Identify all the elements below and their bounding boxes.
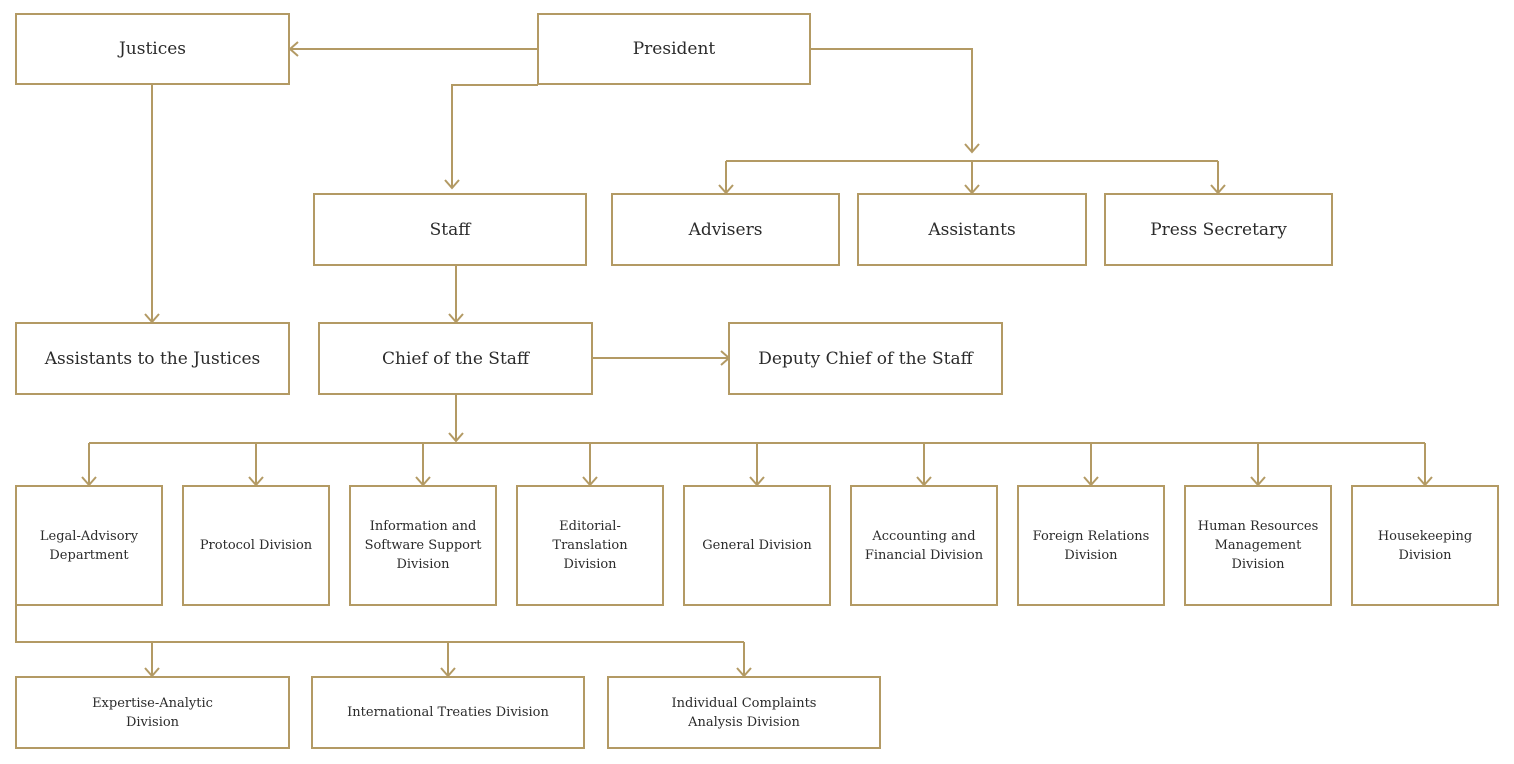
node-label: Accounting and Financial Division [864, 528, 984, 563]
node-advisers: Advisers [611, 193, 840, 266]
node-info-software: Information and Software Support Divisio… [349, 485, 497, 606]
node-editorial-translation: Editorial-Translation Division [516, 485, 664, 606]
arrowhead [444, 179, 460, 190]
node-label: President [632, 39, 716, 59]
node-label: Housekeeping Division [1377, 528, 1473, 563]
node-label: Expertise-Analytic Division [92, 695, 213, 730]
node-label: Individual Complaints Analysis Division [671, 695, 817, 730]
node-label: Advisers [688, 219, 763, 240]
connector-advisory-bus [725, 160, 1219, 193]
node-foreign-relations: Foreign Relations Division [1017, 485, 1165, 606]
node-label: Human Resources Management Division [1197, 519, 1319, 572]
node-label: General Division [702, 538, 812, 553]
node-staff: Staff [313, 193, 587, 266]
node-press-secretary: Press Secretary [1104, 193, 1333, 266]
node-assistants-to-justices: Assistants to the Justices [15, 322, 290, 395]
node-label: Assistants [928, 219, 1016, 240]
arrowhead [448, 432, 464, 443]
node-accounting-financial: Accounting and Financial Division [850, 485, 998, 606]
node-label: Chief of the Staff [381, 348, 529, 369]
node-chief-of-staff: Chief of the Staff [318, 322, 593, 395]
node-label: Deputy Chief of the Staff [758, 348, 973, 369]
node-deputy-chief-of-staff: Deputy Chief of the Staff [728, 322, 1003, 395]
node-label: Staff [429, 219, 471, 240]
connector-president-advisory-group [810, 48, 973, 152]
node-label: Press Secretary [1150, 219, 1287, 240]
node-label: International Treaties Division [347, 705, 549, 720]
node-label: Foreign Relations Division [1032, 528, 1150, 563]
node-label: Assistants to the Justices [44, 348, 261, 369]
arrowhead [288, 41, 299, 57]
node-legal-advisory: Legal-Advisory Department [15, 485, 163, 606]
connector-president-staff [451, 84, 538, 188]
node-housekeeping: Housekeeping Division [1351, 485, 1499, 606]
arrowhead [964, 143, 980, 154]
node-general: General Division [683, 485, 831, 606]
connector-legal-subdivisions [15, 605, 745, 676]
node-justices: Justices [15, 13, 290, 85]
connector-divisions-bus [88, 442, 1426, 485]
node-label: Editorial-Translation Division [552, 519, 628, 572]
node-protocol: Protocol Division [182, 485, 330, 606]
node-individual-complaints: Individual Complaints Analysis Division [607, 676, 881, 749]
node-assistants: Assistants [857, 193, 1087, 266]
node-label: Legal-Advisory Department [39, 528, 139, 563]
node-expertise-analytic: Expertise-Analytic Division [15, 676, 290, 749]
node-label: Protocol Division [199, 538, 313, 553]
node-label: Information and Software Support Divisio… [364, 519, 482, 572]
node-human-resources: Human Resources Management Division [1184, 485, 1332, 606]
node-label: Justices [118, 39, 187, 59]
node-international-treaties: International Treaties Division [311, 676, 585, 749]
node-president: President [537, 13, 811, 85]
